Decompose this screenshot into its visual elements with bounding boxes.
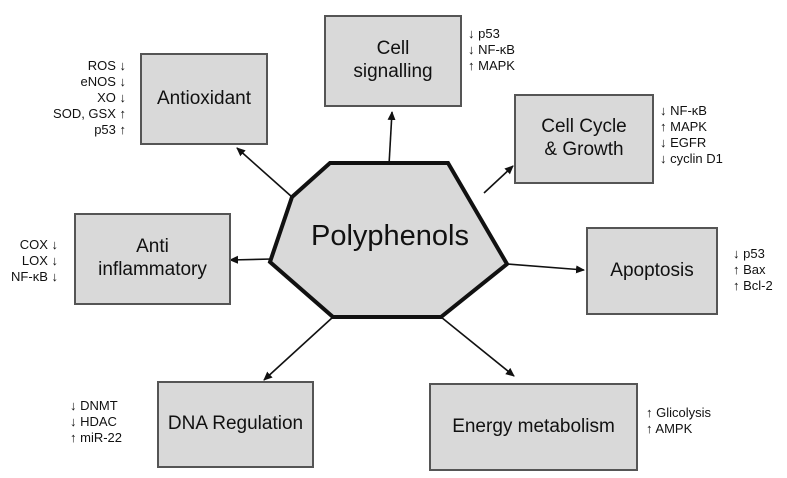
marker-item: ↓ p53 xyxy=(733,246,765,261)
arrow-to-cell-signalling xyxy=(387,111,396,166)
cell-signalling-box: Cell signalling xyxy=(324,15,462,107)
marker-item: ↑ miR-22 xyxy=(70,430,123,445)
polyphenols-heptagon xyxy=(267,161,510,319)
marker-item: ↑ Bax xyxy=(733,262,766,277)
marker-item: ↓ HDAC xyxy=(70,414,117,429)
marker-item: p53 ↑ xyxy=(94,122,126,137)
marker-item: ↑ Glicolysis xyxy=(646,405,712,420)
arrow-to-cell-cycle xyxy=(483,165,514,194)
marker-item: SOD, GSX ↑ xyxy=(53,106,126,121)
marker-item: eNOS ↓ xyxy=(80,74,126,89)
marker-item: ↑ MAPK xyxy=(660,119,707,134)
marker-item: ↑ AMPK xyxy=(646,421,693,436)
arrow-to-dna-regulation xyxy=(263,316,334,381)
arrow-to-anti-inflammatory xyxy=(229,255,273,264)
marker-item: ↓ NF-κB xyxy=(660,103,707,118)
cell-cycle-label: Cell Cycle & Growth xyxy=(541,116,627,160)
marker-item: ↑ Bcl-2 xyxy=(733,278,773,293)
cell-signalling-markers: ↓ p53 ↓ NF-κB ↑ MAPK xyxy=(468,26,515,74)
marker-item: NF-κB ↓ xyxy=(11,269,58,284)
marker-item: ↓ p53 xyxy=(468,26,500,41)
marker-item: ↑ MAPK xyxy=(468,58,515,73)
marker-item: ↓ DNMT xyxy=(70,398,118,413)
cell-cycle-box: Cell Cycle & Growth xyxy=(514,94,654,184)
marker-item: ↓ NF-κB xyxy=(468,42,515,57)
antioxidant-label: Antioxidant xyxy=(156,87,251,109)
arrow-to-energy-metabolism xyxy=(440,316,515,377)
marker-item: ROS ↓ xyxy=(87,58,126,73)
apoptosis-markers: ↓ p53 ↑ Bax ↑ Bcl-2 xyxy=(733,246,773,294)
connector-arrows xyxy=(229,111,585,381)
apoptosis-label: Apoptosis xyxy=(610,259,694,281)
dna-regulation-label: DNA Regulation xyxy=(167,413,304,435)
marker-item: COX ↓ xyxy=(19,237,58,252)
anti-inflammatory-markers: COX ↓ LOX ↓ NF-κB ↓ xyxy=(11,237,58,285)
antioxidant-box: Antioxidant xyxy=(140,53,268,145)
anti-inflammatory-box: Anti inflammatory xyxy=(74,213,231,305)
cell-signalling-label: Cell signalling xyxy=(353,38,433,82)
apoptosis-box: Apoptosis xyxy=(586,227,718,315)
arrow-to-antioxidant xyxy=(236,147,293,198)
marker-item: ↓ EGFR xyxy=(660,135,707,150)
anti-inflammatory-label: Anti inflammatory xyxy=(98,236,207,280)
cell-cycle-markers: ↓ NF-κB ↑ MAPK ↓ EGFR ↓ cyclin D1 xyxy=(660,103,723,167)
marker-item: XO ↓ xyxy=(97,90,126,105)
energy-metabolism-markers: ↑ Glicolysis ↑ AMPK xyxy=(646,405,711,437)
dna-regulation-markers: ↓ DNMT ↓ HDAC ↑ miR-22 xyxy=(70,398,122,446)
polyphenols-label: Polyphenols xyxy=(311,220,469,252)
marker-item: ↓ cyclin D1 xyxy=(660,151,723,166)
energy-metabolism-label: Energy metabolism xyxy=(452,415,615,437)
dna-regulation-box: DNA Regulation xyxy=(157,381,314,468)
energy-metabolism-box: Energy metabolism xyxy=(429,383,638,471)
marker-item: LOX ↓ xyxy=(21,253,58,268)
antioxidant-markers: ROS ↓ eNOS ↓ XO ↓ SOD, GSX ↑ p53 ↑ xyxy=(53,58,126,138)
arrow-to-apoptosis xyxy=(506,263,585,274)
